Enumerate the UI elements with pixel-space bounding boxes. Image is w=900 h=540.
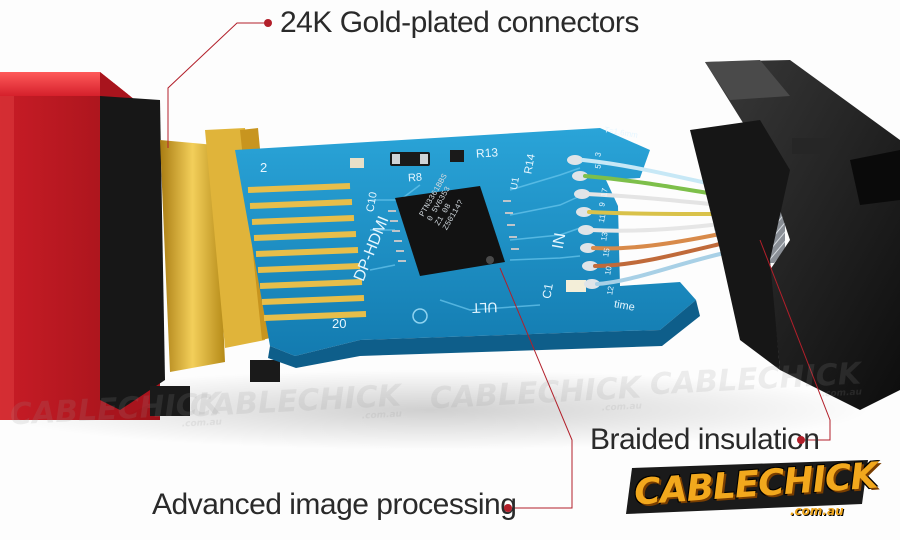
pcb-label-r8: R8: [407, 171, 423, 185]
pad-number: 13: [599, 231, 610, 242]
pad-number: 17: [599, 187, 610, 198]
callout-dot: [797, 436, 805, 444]
pcb-label-in: IN: [549, 231, 570, 251]
pcb-pin-label-bottom: 20: [332, 316, 347, 331]
pcb-label-ult: ULT: [471, 299, 498, 317]
pcb-board: [235, 128, 700, 368]
callout-dot: [264, 19, 272, 27]
callout-braided-insulation: Braided insulation: [590, 423, 820, 456]
logo-domain: .com.au: [790, 504, 844, 518]
pad-number: 10: [603, 265, 614, 276]
callout-image-processing: Advanced image processing: [152, 488, 517, 521]
callout-dot: [504, 504, 512, 512]
leader-lines: [167, 22, 831, 509]
pad-number: 11: [597, 213, 608, 224]
pcb-label-r13: R13: [475, 145, 499, 161]
pcb-pin-label-top: 2: [260, 160, 268, 175]
pad-number: 12: [605, 285, 616, 296]
pad-number: 15: [601, 247, 612, 258]
colored-wires: [581, 158, 722, 286]
pcb-label-c1: C1: [539, 282, 556, 300]
logo-backdrop: [626, 460, 868, 514]
brand-logo: CABLECHICK .com.au: [618, 456, 879, 528]
black-overmold: [690, 60, 900, 410]
callout-gold-connectors: 24K Gold-plated connectors: [280, 6, 639, 39]
black-plug-frame: [100, 96, 280, 416]
pcb-label-u1: U1: [508, 176, 522, 191]
